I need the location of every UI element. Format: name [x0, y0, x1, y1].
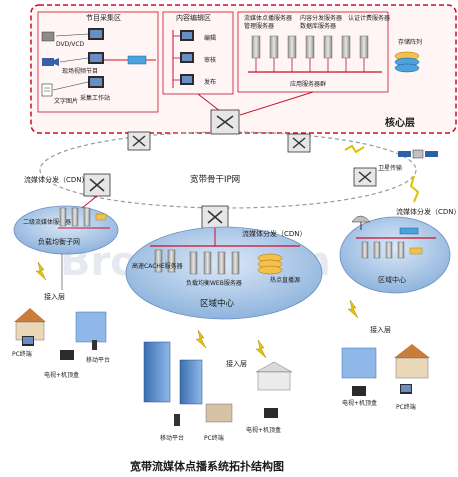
publish-label: 发布 [204, 78, 216, 86]
center-tv-label: 电视+机顶盒 [246, 426, 281, 434]
server-label-4: 数据库服务器 [300, 22, 336, 30]
center-cdn-title: 流媒体分发（CDN） [242, 229, 307, 238]
right-pc-icon [400, 384, 412, 394]
tower-building-icon [143, 341, 203, 405]
center-hotspot-label: 热点直播源 [270, 276, 300, 284]
left-cdn-title: 流媒体分发（CDN） [24, 175, 89, 184]
right-pc-label: PC终端 [396, 403, 416, 411]
workstation-label: 采集工作站 [80, 94, 110, 102]
house-left-icon [14, 308, 46, 341]
document-icon [41, 83, 53, 97]
server-group-label: 应用服务器群 [290, 80, 326, 88]
edit-pc-icon [180, 30, 194, 41]
satellite-icon [398, 149, 438, 159]
center-cache-label: 高速CACHE服务器 [132, 262, 183, 270]
collection-area-label: 节目采集区 [86, 13, 121, 22]
server-label-5: 认证计费服务器 [348, 14, 390, 22]
right-tv-icon [352, 386, 366, 396]
left-pc-label: PC终端 [12, 350, 32, 358]
video-camera-icon [42, 58, 59, 66]
live-video-label: 现场视频节目 [62, 67, 98, 75]
satellite-label: 卫星传输 [378, 164, 402, 172]
house-right-icon [394, 344, 430, 379]
left-mobile-label: 移动平台 [86, 356, 110, 364]
router-right-icon [353, 167, 377, 187]
left-cdn-network-label: 负载均衡子网 [38, 237, 80, 246]
mobile-left-icon [92, 340, 97, 350]
center-mobile-label: 移动平台 [160, 434, 184, 442]
left-access-label: 接入层 [44, 292, 65, 301]
router-center-icon [201, 205, 229, 229]
left-cdn-server-label: 二级流媒体服务器 [23, 218, 71, 226]
diagram-caption: 宽带流媒体点播系统拓扑结构图 [129, 459, 284, 473]
tv-left-icon [60, 350, 74, 360]
center-region-label: 区域中心 [200, 298, 235, 309]
building-left-icon [75, 311, 107, 343]
review-label: 审核 [204, 56, 216, 64]
core-layer-label: 核心层 [385, 116, 415, 129]
collection-area-box [37, 11, 159, 113]
router-upper-left-icon [127, 131, 151, 151]
dvd-player-icon [41, 31, 55, 42]
editing-area-label: 内容编辑区 [176, 13, 211, 22]
right-cdn-title: 流媒体分发（CDN） [396, 207, 458, 216]
dvd-label: DVD/VCD [56, 41, 85, 48]
right-cdn-ellipse [339, 216, 451, 294]
left-cdn-ellipse [13, 205, 119, 255]
center-cdn-servers-icon [154, 249, 240, 275]
library-building-icon [255, 361, 293, 391]
text-image-label: 文字图片 [54, 97, 78, 105]
server-label-3: 内容分发服务器 [300, 14, 342, 22]
right-tv-label: 电视+机顶盒 [342, 399, 377, 407]
router-upper-right-icon [287, 133, 311, 153]
review-pc-icon [180, 52, 194, 63]
dish-antenna-icon [351, 215, 371, 230]
center-access-label: 接入层 [226, 359, 247, 368]
pc-left-icon [22, 336, 34, 346]
people-pc-icon [205, 403, 233, 423]
server-label-1: 流媒体点播服务器 [244, 14, 292, 22]
center-storage-icon [257, 253, 283, 275]
building-right-icon [341, 347, 377, 379]
core-server-rack-icon [251, 35, 369, 59]
edit-label: 编辑 [204, 34, 216, 42]
right-access-label: 接入层 [370, 325, 391, 334]
server-label-2: 管理服务器 [244, 22, 274, 30]
left-tv-label: 电视+机顶盒 [44, 371, 79, 379]
center-tv-icon [264, 408, 278, 418]
right-cdn-servers-icon [361, 241, 423, 259]
right-cdn-switch-icon [399, 227, 419, 235]
publish-pc-icon [180, 74, 194, 85]
left-cdn-servers-icon [59, 207, 107, 227]
center-pc-label: PC终端 [204, 434, 224, 442]
wireless-bolts-icon [35, 261, 359, 359]
center-balance-label: 负载均衡WEB服务器 [186, 279, 242, 287]
storage-label: 存储阵列 [398, 38, 422, 46]
router-top-icon [210, 109, 240, 135]
router-left-icon [83, 173, 111, 197]
right-region-label: 区域中心 [378, 275, 406, 284]
workstation-icon [88, 28, 104, 88]
storage-array-icon [394, 51, 420, 73]
core-switch-icon [127, 55, 147, 65]
center-mobile-icon [174, 414, 180, 426]
backbone-label: 宽带骨干IP网 [190, 174, 240, 185]
